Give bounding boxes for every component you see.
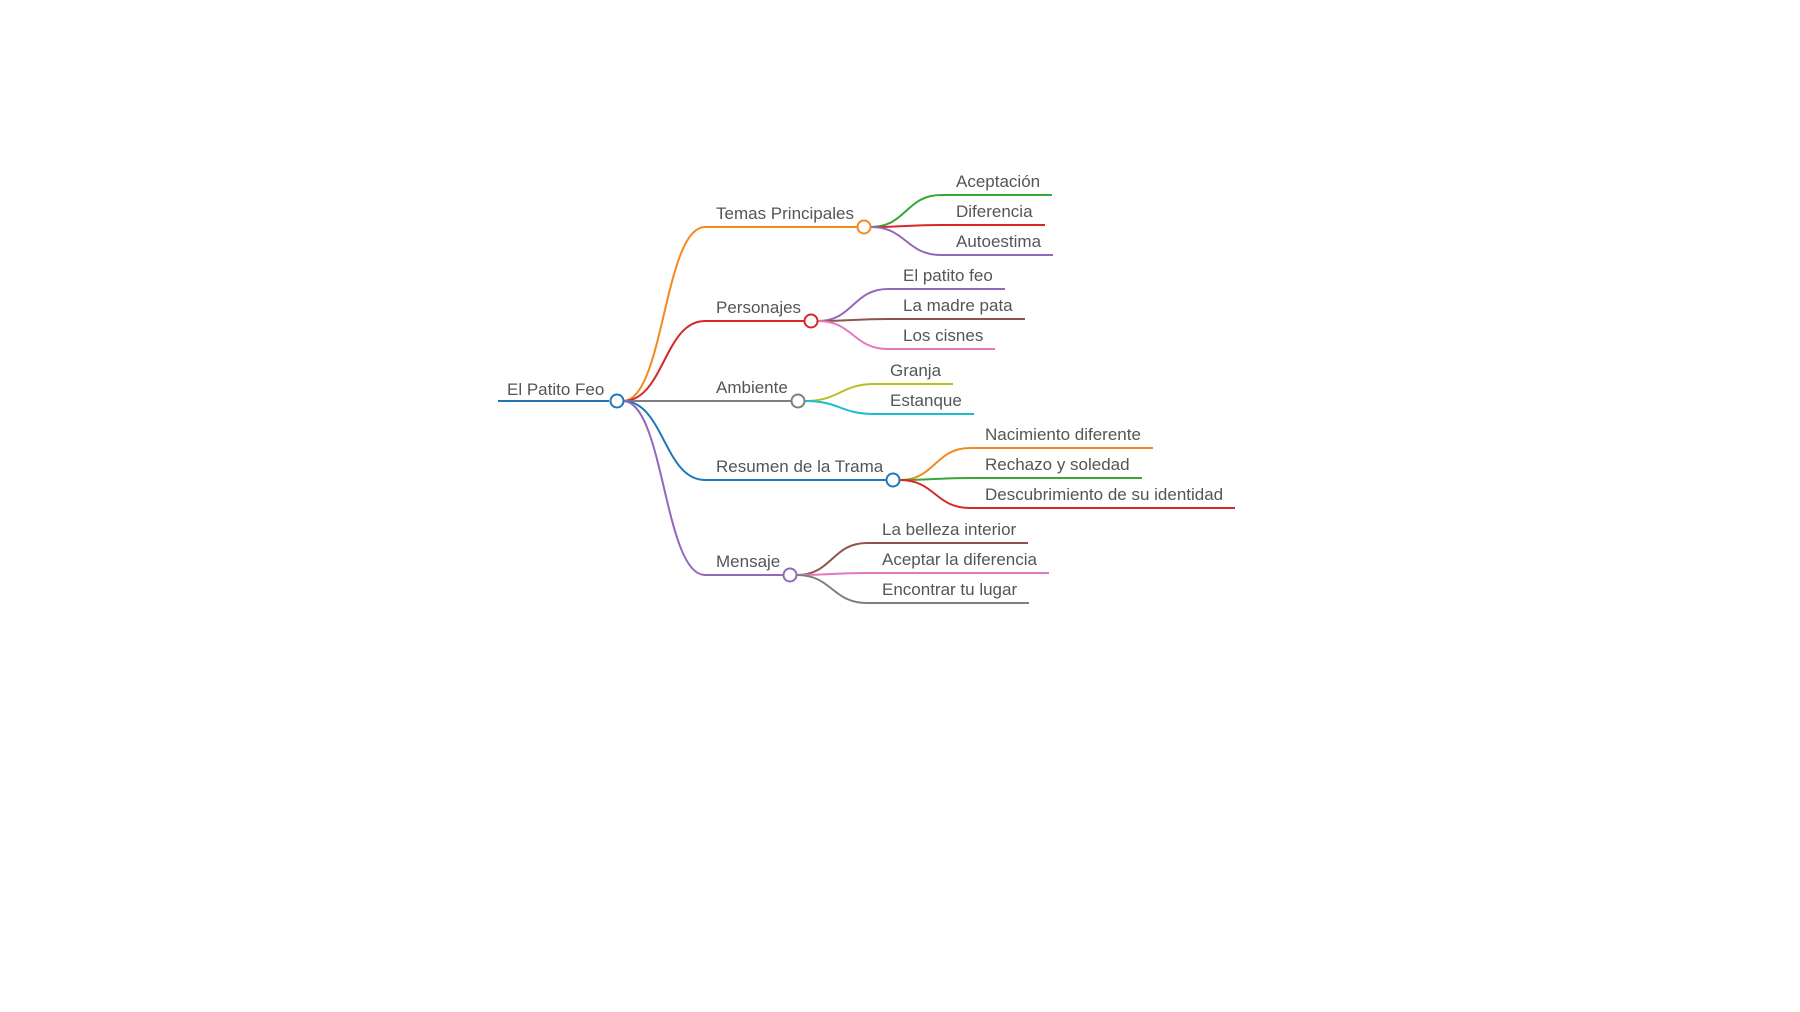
leaf-node-granja[interactable]: Granja bbox=[875, 361, 953, 385]
connector-resumen-de-la-trama-nacimiento-diferente bbox=[899, 447, 971, 481]
branch-node-ambiente[interactable]: Ambiente bbox=[705, 378, 806, 409]
connector-resumen-de-la-trama-descubrimiento-de-su-identidad bbox=[899, 479, 971, 509]
node-layer: El Patito Feo Temas Principales Aceptación… bbox=[498, 172, 1235, 604]
leaf-node-los-cisnes[interactable]: Los cisnes bbox=[888, 326, 995, 350]
collapse-toggle-ambiente[interactable] bbox=[790, 393, 806, 409]
collapse-toggle-personajes[interactable] bbox=[803, 313, 819, 329]
root-label: El Patito Feo bbox=[507, 380, 604, 399]
connector-temas-principales-autoestima bbox=[870, 226, 942, 256]
leaf-node-rechazo-y-soledad[interactable]: Rechazo y soledad bbox=[970, 455, 1142, 479]
leaf-node-autoestima[interactable]: Autoestima bbox=[941, 232, 1053, 256]
connector-mensaje-encontrar-tu-lugar bbox=[796, 574, 868, 604]
connector-ambiente-granja bbox=[804, 383, 876, 402]
connector-ambiente-estanque bbox=[804, 400, 876, 415]
leaf-label-la-belleza-interior: La belleza interior bbox=[882, 520, 1017, 539]
leaf-label-aceptar-la-diferencia: Aceptar la diferencia bbox=[882, 550, 1038, 569]
leaf-label-aceptacion: Aceptación bbox=[956, 172, 1040, 191]
branch-node-personajes[interactable]: Personajes bbox=[705, 298, 819, 329]
leaf-node-descubrimiento-de-su-identidad[interactable]: Descubrimiento de su identidad bbox=[970, 485, 1235, 509]
leaf-label-descubrimiento-de-su-identidad: Descubrimiento de su identidad bbox=[985, 485, 1223, 504]
branch-label-mensaje: Mensaje bbox=[716, 552, 780, 571]
leaf-label-diferencia: Diferencia bbox=[956, 202, 1033, 221]
branch-node-temas-principales[interactable]: Temas Principales bbox=[705, 204, 872, 235]
leaf-label-la-madre-pata: La madre pata bbox=[903, 296, 1013, 315]
branch-node-mensaje[interactable]: Mensaje bbox=[705, 552, 798, 583]
connector-root-resumen-de-la-trama bbox=[622, 400, 706, 481]
connector-temas-principales-aceptacion bbox=[870, 194, 942, 228]
root-node[interactable]: El Patito Feo bbox=[498, 380, 609, 402]
leaf-node-la-madre-pata[interactable]: La madre pata bbox=[888, 296, 1025, 320]
leaf-label-granja: Granja bbox=[890, 361, 942, 380]
leaf-label-los-cisnes: Los cisnes bbox=[903, 326, 983, 345]
branch-label-temas-principales: Temas Principales bbox=[716, 204, 854, 223]
branch-label-resumen-de-la-trama: Resumen de la Trama bbox=[716, 457, 884, 476]
leaf-label-estanque: Estanque bbox=[890, 391, 962, 410]
leaf-node-estanque[interactable]: Estanque bbox=[875, 391, 974, 415]
leaf-node-aceptar-la-diferencia[interactable]: Aceptar la diferencia bbox=[867, 550, 1049, 574]
leaf-label-autoestima: Autoestima bbox=[956, 232, 1042, 251]
collapse-toggle-temas-principales[interactable] bbox=[856, 219, 872, 235]
connector-root-personajes bbox=[622, 320, 706, 402]
leaf-label-el-patito-feo: El patito feo bbox=[903, 266, 993, 285]
branch-node-resumen-de-la-trama[interactable]: Resumen de la Trama bbox=[705, 457, 901, 488]
collapse-toggle-resumen-de-la-trama[interactable] bbox=[885, 472, 901, 488]
branch-label-ambiente: Ambiente bbox=[716, 378, 788, 397]
branch-label-personajes: Personajes bbox=[716, 298, 801, 317]
leaf-node-encontrar-tu-lugar[interactable]: Encontrar tu lugar bbox=[867, 580, 1029, 604]
connector-root-mensaje bbox=[622, 400, 706, 576]
connector-mensaje-la-belleza-interior bbox=[796, 542, 868, 576]
leaf-node-aceptacion[interactable]: Aceptación bbox=[941, 172, 1052, 196]
collapse-toggle-root[interactable] bbox=[609, 393, 625, 409]
collapse-toggle-mensaje[interactable] bbox=[782, 567, 798, 583]
leaf-label-nacimiento-diferente: Nacimiento diferente bbox=[985, 425, 1141, 444]
leaf-node-diferencia[interactable]: Diferencia bbox=[941, 202, 1045, 226]
leaf-node-la-belleza-interior[interactable]: La belleza interior bbox=[867, 520, 1028, 544]
connector-root-temas-principales bbox=[622, 226, 706, 402]
leaf-label-rechazo-y-soledad: Rechazo y soledad bbox=[985, 455, 1130, 474]
leaf-node-nacimiento-diferente[interactable]: Nacimiento diferente bbox=[970, 425, 1153, 449]
connector-personajes-el-patito-feo bbox=[817, 288, 889, 322]
leaf-label-encontrar-tu-lugar: Encontrar tu lugar bbox=[882, 580, 1017, 599]
connector-layer bbox=[622, 194, 971, 604]
leaf-node-el-patito-feo[interactable]: El patito feo bbox=[888, 266, 1005, 290]
connector-personajes-los-cisnes bbox=[817, 320, 889, 350]
